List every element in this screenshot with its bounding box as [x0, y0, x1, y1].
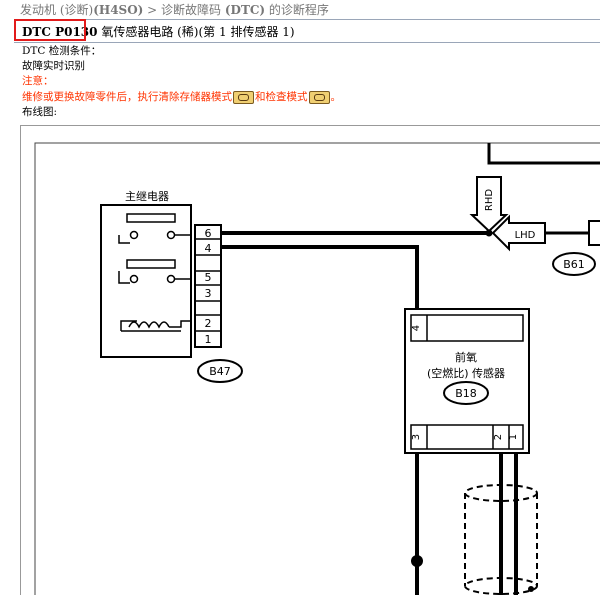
note-text: 维修或更换故障零件后，执行清除存储器模式 和检查模式 。 — [22, 89, 341, 104]
relay-terminal — [129, 230, 139, 240]
relay-title: 主继电器 — [125, 190, 169, 203]
main-relay-box — [100, 204, 192, 358]
page-title: DTC P0130 氧传感器电路 (稀)(第 1 排传感器 1) — [22, 23, 295, 40]
junction-dot — [485, 229, 493, 237]
dtc-code: DTC P0130 — [22, 25, 98, 39]
title-bar — [14, 19, 600, 43]
sensor-pin-1: 1 — [508, 434, 519, 440]
sensor-pin-3: 3 — [411, 434, 422, 440]
relay-pin-6: 6 — [205, 227, 212, 240]
relay-contact-2 — [126, 259, 176, 269]
ground-joint — [411, 555, 423, 567]
condition-value: 故障实时识别 — [22, 60, 85, 72]
connector-b61-box — [588, 220, 600, 246]
link-icon[interactable] — [233, 90, 254, 104]
breadcrumb-procedure: 的诊断程序 — [265, 3, 329, 17]
sensor-name-1: 前氧 — [455, 350, 477, 364]
af-sensor-box — [404, 308, 530, 454]
condition-heading: DTC 检测条件： — [22, 45, 102, 57]
rhd-label: RHD — [484, 189, 495, 211]
relay-contact-1 — [126, 213, 176, 223]
sensor-pin-2: 2 — [493, 434, 504, 440]
connector-b61: B61 — [563, 258, 585, 271]
relay-coil — [120, 320, 191, 332]
breadcrumb-engine[interactable]: 发动机 (诊断) — [20, 3, 94, 17]
relay-pin-1: 1 — [205, 333, 212, 346]
relay-pin-4: 4 — [205, 242, 212, 255]
relay-pin-5: 5 — [205, 271, 212, 284]
note-text-part1: 维修或更换故障零件后，执行清除存储器模式 — [22, 91, 232, 103]
relay-connector — [194, 224, 222, 348]
note-text-part3: 。 — [330, 91, 342, 103]
link-icon[interactable] — [308, 90, 330, 104]
relay-pin-2: 2 — [205, 317, 212, 330]
connector-b47-badge — [197, 359, 243, 383]
sensor-pin-4: 4 — [411, 325, 422, 331]
rhd-arrow — [469, 176, 509, 233]
lhd-label: LHD — [515, 230, 536, 241]
drawing-border — [34, 142, 600, 595]
relay-pin-3: 3 — [205, 287, 212, 300]
shield-bottom — [464, 577, 538, 595]
note-text-part2: 和检查模式 — [255, 91, 308, 103]
dtc-description: 氧传感器电路 (稀)(第 1 排传感器 1) — [97, 25, 295, 39]
sensor-name-2: (空燃比) 传感器 — [427, 366, 505, 380]
connector-b18: B18 — [455, 387, 477, 400]
breadcrumb-engine-code[interactable]: (H4SO) — [93, 3, 144, 17]
wire-pin4 — [221, 245, 419, 309]
connector-b18-badge — [443, 381, 489, 405]
dtc-highlight-box — [14, 19, 86, 41]
wiring-diagram: 主继电器 6 4 5 3 2 1 B47 RHD — [34, 142, 600, 595]
relay-terminal — [166, 230, 176, 240]
breadcrumb-dtc[interactable]: > 诊断故障码 — [143, 3, 225, 17]
wiring-label: 布线图: — [22, 106, 58, 118]
breadcrumb-dtc-abbr[interactable]: (DTC) — [224, 3, 266, 17]
connector-b47: B47 — [209, 365, 231, 378]
breadcrumb: 发动机 (诊断)(H4SO) > 诊断故障码 (DTC) 的诊断程序 — [20, 1, 329, 18]
wiring-diagram-frame: 主继电器 6 4 5 3 2 1 B47 RHD — [20, 125, 600, 595]
note-label: 注意： — [22, 75, 54, 87]
connector-b61-badge — [552, 252, 596, 276]
